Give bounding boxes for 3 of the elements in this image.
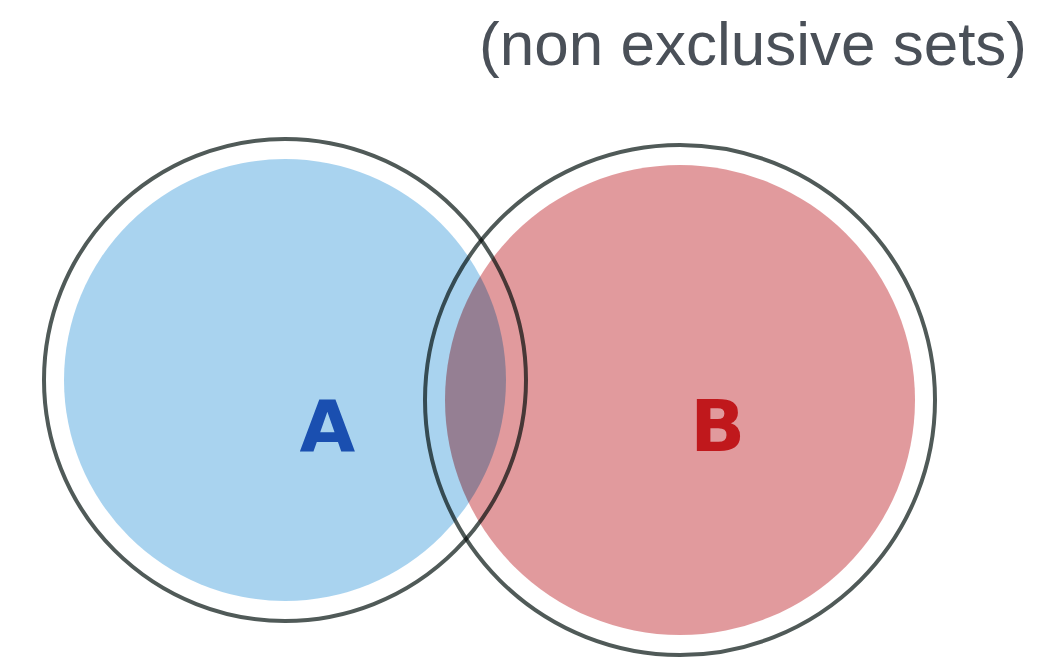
set-label: A — [299, 389, 356, 462]
set-label: B — [690, 389, 746, 462]
diagram-title: (non exclusive sets) — [479, 8, 1027, 79]
